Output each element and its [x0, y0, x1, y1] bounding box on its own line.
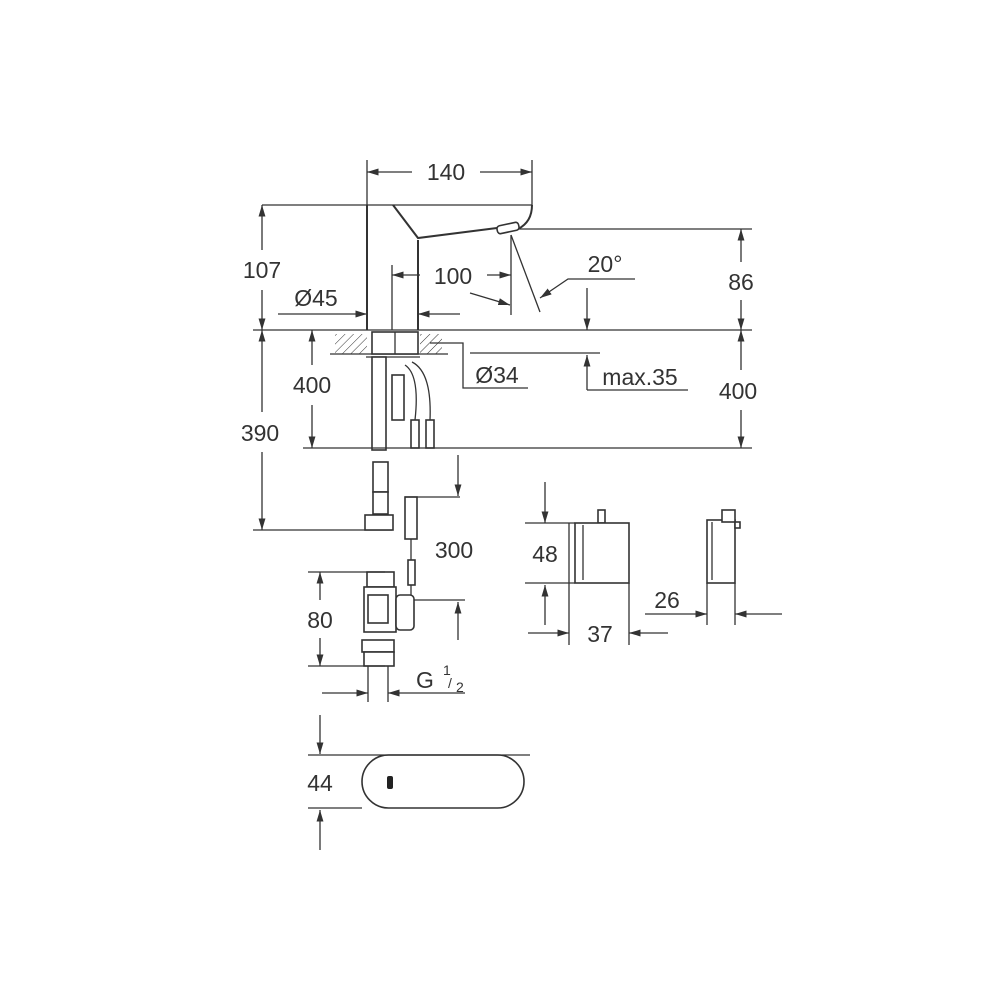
- label-300: 300: [435, 537, 473, 563]
- dimension-d45: Ø45: [278, 285, 460, 318]
- hose-and-cables: [371, 356, 435, 451]
- connection-hose: [364, 461, 394, 531]
- label-390: 390: [241, 420, 279, 446]
- label-max35: max.35: [602, 364, 677, 390]
- dimension-400-right: 400: [719, 330, 757, 448]
- label-26: 26: [654, 587, 680, 613]
- battery-box-front: 48 37: [525, 482, 668, 647]
- label-thread-g: G: [416, 667, 434, 693]
- label-140: 140: [427, 159, 465, 185]
- dimension-107: 107: [243, 205, 281, 330]
- dimension-140: 140: [366, 159, 533, 205]
- label-107: 107: [243, 257, 281, 283]
- label-400-right: 400: [719, 378, 757, 404]
- countertop-section: [253, 329, 752, 358]
- label-400-left: 400: [293, 372, 331, 398]
- solenoid-valve: [361, 571, 415, 702]
- battery-box-side: 26: [645, 509, 782, 625]
- dimension-angle: 20°: [469, 234, 635, 313]
- dimension-100: 100: [391, 235, 512, 330]
- faucet-side-view: [262, 204, 752, 330]
- label-100: 100: [434, 263, 472, 289]
- dimension-390: 390: [241, 330, 392, 531]
- label-44: 44: [307, 770, 333, 796]
- label-d34: Ø34: [475, 362, 519, 388]
- label-48: 48: [532, 541, 558, 567]
- faucet-top-view: 44: [307, 715, 530, 850]
- dimension-400-left: 400: [293, 330, 331, 448]
- label-37: 37: [587, 621, 613, 647]
- dimension-d34: Ø34: [430, 342, 528, 389]
- dimension-300: 300: [400, 455, 473, 640]
- label-20deg: 20°: [588, 251, 623, 277]
- sensor-window-icon: [387, 776, 393, 789]
- dimension-max35: max.35: [470, 352, 688, 391]
- dimension-thread: G 1 / 2: [322, 662, 465, 697]
- label-86: 86: [728, 269, 754, 295]
- dimension-80: 80: [307, 571, 385, 667]
- label-thread-den: 2: [456, 679, 464, 695]
- svg-text:/: /: [448, 675, 452, 691]
- dimension-86: 86: [583, 229, 754, 330]
- label-thread-num: 1: [443, 662, 451, 678]
- label-d45: Ø45: [294, 285, 337, 311]
- label-80: 80: [307, 607, 333, 633]
